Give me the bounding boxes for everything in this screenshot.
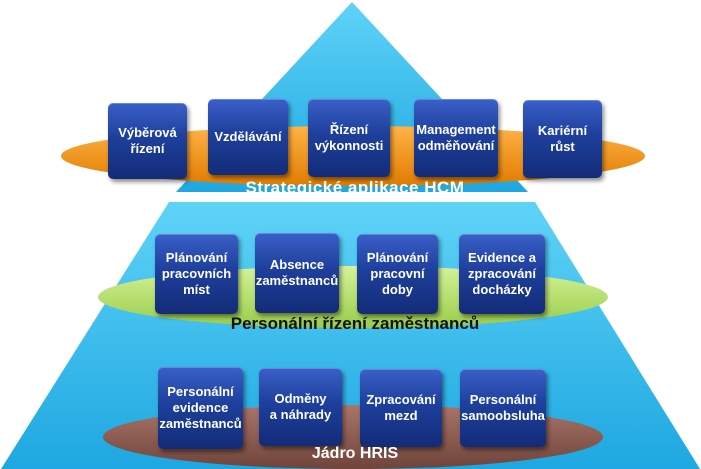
tile-personalni-evidence: Personální evidence zaměstnanců: [158, 367, 243, 449]
band-label-strategic: Strategické aplikace HCM: [245, 178, 465, 197]
tile-personalni-samoobsluha: Personální samoobsluha: [460, 369, 546, 447]
tile-absence-zamestnancu: Absence zaměstnanců: [255, 233, 339, 313]
band-label-core: Jádro HRIS: [311, 445, 399, 462]
tile-management-odmenovani: Management odměňování: [414, 99, 498, 177]
tile-evidence-dochazky: Evidence a zpracování docházky: [459, 234, 545, 314]
tile-vyberova-rizeni: Výběrová řízení: [108, 103, 187, 179]
tile-planovani-pracovni-doby: Plánování pracovní doby: [357, 234, 438, 314]
tile-rizeni-vykonnosti: Řízení výkonnosti: [308, 99, 390, 177]
tile-vzdelavani: Vzdělávání: [208, 99, 288, 175]
tile-karierni-rust: Kariérní růst: [523, 100, 602, 178]
band-label-personnel: Personální řízení zaměstnanců: [230, 314, 480, 333]
tile-odmeny-nahrady: Odměny a náhrady: [259, 368, 342, 446]
tile-zpracovani-mezd: Zpracování mezd: [360, 369, 442, 447]
tile-planovani-pracovnich-mist: Plánování pracovních míst: [155, 234, 238, 314]
